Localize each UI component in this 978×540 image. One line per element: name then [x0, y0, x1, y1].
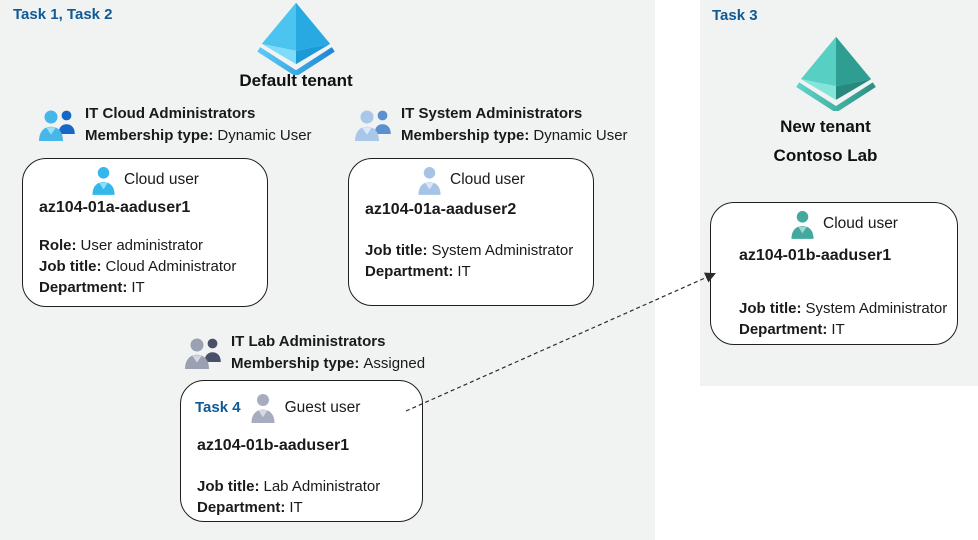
cloud-user-steelblue-icon [417, 165, 442, 196]
field-department: Department:IT [739, 321, 845, 338]
field-job-title: Job title:System Administrator [739, 300, 948, 317]
group-name: IT Lab Administrators [231, 333, 386, 350]
card-header: Task 4 Guest user [195, 391, 422, 424]
group-membership: Membership type:Assigned [231, 355, 426, 372]
cloud-user-card-aaduser2: Cloud user az104-01a-aaduser2 Job title:… [348, 158, 594, 306]
user-name: az104-01b-aaduser1 [739, 247, 892, 264]
user-name: az104-01b-aaduser1 [197, 437, 350, 454]
task-4-label: Task 4 [195, 399, 241, 416]
user-fields: Job title:System Administrator Departmen… [365, 240, 593, 282]
group-people-blue-icon [38, 107, 78, 143]
card-header: Cloud user [23, 164, 267, 196]
group-it-lab-administrators: IT Lab Administrators Membership type:As… [184, 331, 425, 375]
user-type-label: Cloud user [450, 171, 525, 188]
user-type-label: Guest user [284, 398, 361, 416]
user-fields: Job title:Lab Administrator Department:I… [197, 476, 422, 518]
new-tenant-title-line1: New tenant [780, 117, 871, 136]
field-job-title: Job title:Lab Administrator [197, 478, 381, 495]
group-membership: Membership type:Dynamic User [85, 127, 312, 144]
user-type-label: Cloud user [823, 215, 898, 232]
new-tenant-title-line2: Contoso Lab [773, 146, 878, 165]
user-fields: Job title:System Administrator Departmen… [739, 298, 957, 340]
guest-user-card: Task 4 Guest user az104-01b-aaduser1 Job… [180, 380, 423, 522]
azure-ad-pyramid-teal-icon [796, 36, 876, 111]
guest-user-gray-icon [250, 392, 276, 424]
field-department: Department:IT [197, 499, 303, 516]
group-people-gray-icon [184, 335, 224, 371]
group-people-steelblue-icon [354, 107, 394, 143]
default-tenant-panel: Task 1, Task 2 Default tenant IT Cloud A… [0, 0, 655, 540]
field-department: Department:IT [39, 279, 145, 296]
new-tenant-panel: Task 3 New tenant Contoso Lab Cloud user… [700, 0, 978, 386]
field-job-title: Job title:Cloud Administrator [39, 258, 237, 275]
user-name: az104-01a-aaduser2 [365, 201, 517, 218]
default-tenant-title: Default tenant [239, 71, 353, 90]
cloud-user-teal-icon [790, 209, 815, 240]
cloud-user-cyan-icon [91, 165, 116, 196]
azure-ad-pyramid-blue-icon [257, 2, 335, 75]
cloud-user-card-aaduser1: Cloud user az104-01a-aaduser1 Role:User … [22, 158, 268, 307]
field-department: Department:IT [365, 263, 471, 280]
user-name: az104-01a-aaduser1 [39, 199, 191, 216]
new-tenant-cloud-user-card: Cloud user az104-01b-aaduser1 Job title:… [710, 202, 958, 345]
field-job-title: Job title:System Administrator [365, 242, 574, 259]
user-type-label: Cloud user [124, 171, 199, 188]
group-it-cloud-administrators: IT Cloud Administrators Membership type:… [38, 103, 312, 147]
task-1-2-label: Task 1, Task 2 [13, 6, 113, 23]
card-header: Cloud user [721, 208, 967, 240]
card-header: Cloud user [349, 164, 593, 196]
group-name: IT System Administrators [401, 105, 583, 122]
user-fields: Role:User administrator Job title:Cloud … [39, 235, 267, 298]
group-membership: Membership type:Dynamic User [401, 127, 628, 144]
group-it-system-administrators: IT System Administrators Membership type… [354, 103, 628, 147]
task-3-label: Task 3 [712, 7, 758, 24]
group-name: IT Cloud Administrators [85, 105, 256, 122]
field-role: Role:User administrator [39, 237, 204, 254]
